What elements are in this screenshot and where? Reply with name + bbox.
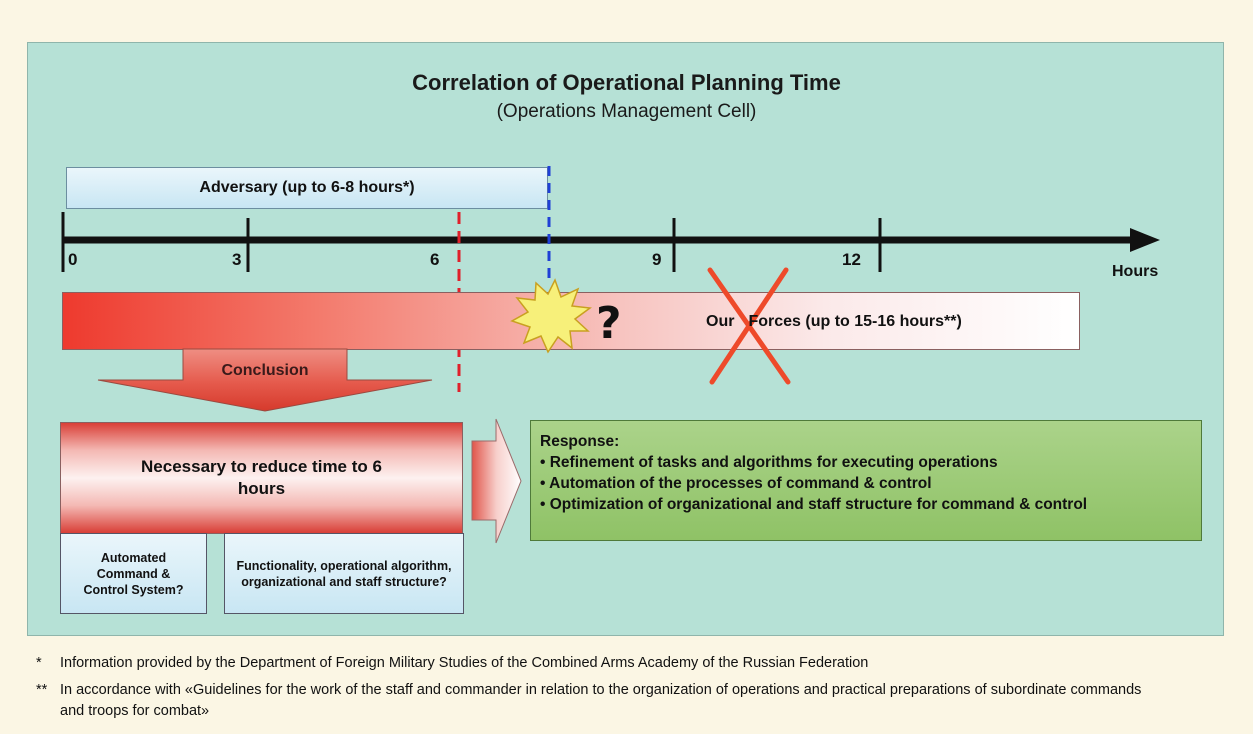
- question-mark: ?: [596, 298, 622, 349]
- response-box: Response: • Refinement of tasks and algo…: [530, 420, 1202, 541]
- footnote-mark: **: [36, 682, 48, 698]
- tick-label-6: 6: [430, 250, 440, 269]
- response-item: • Refinement of tasks and algorithms for…: [540, 454, 998, 471]
- footnote-mark: *: [36, 655, 42, 671]
- response-item: • Optimization of organizational and sta…: [540, 496, 1088, 513]
- burst-icon: [510, 278, 592, 354]
- acs-question-box: Automated Command & Control System?: [60, 533, 207, 614]
- conclusion-arrow: [97, 348, 433, 412]
- functionality-question-label: Functionality, operational algorithm, or…: [236, 558, 452, 589]
- response-item: • Automation of the processes of command…: [540, 475, 932, 492]
- footnote-text: In accordance with «Guidelines for the w…: [60, 682, 1142, 719]
- our-forces-label-prefix: Our: [706, 313, 735, 330]
- response-heading: Response:: [540, 433, 620, 450]
- tick-label-9: 9: [652, 250, 662, 269]
- tick-label-12: 12: [842, 250, 861, 269]
- reduce-time-label: Necessary to reduce time to 6 hours: [141, 457, 382, 498]
- acs-question-label: Automated Command & Control System?: [83, 550, 184, 597]
- axis-unit-label: Hours: [1112, 263, 1159, 280]
- tick-label-3: 3: [232, 250, 242, 269]
- conclusion-label: Conclusion: [221, 362, 309, 379]
- diagram-title: Correlation of Operational Planning Time: [412, 70, 841, 95]
- right-arrow-icon: [471, 418, 522, 544]
- diagram-subtitle: (Operations Management Cell): [496, 101, 757, 122]
- timeline-arrowhead: [1130, 228, 1160, 252]
- footnote-2: ** In accordance with «Guidelines for the…: [36, 680, 1160, 722]
- footnote-1: * Information provided by the Department …: [36, 653, 1160, 674]
- reduce-time-box: Necessary to reduce time to 6 hours: [60, 422, 463, 534]
- our-forces-label: Our Forces (up to 15-16 hours**): [706, 313, 962, 331]
- footnote-text: Information provided by the Department o…: [60, 655, 869, 671]
- tick-label-0: 0: [68, 250, 78, 269]
- functionality-question-box: Functionality, operational algorithm, or…: [224, 533, 464, 614]
- adversary-bar-label: Adversary (up to 6-8 hours*): [199, 179, 415, 196]
- our-forces-label-suffix: Forces (up to 15-16 hours**): [748, 313, 962, 330]
